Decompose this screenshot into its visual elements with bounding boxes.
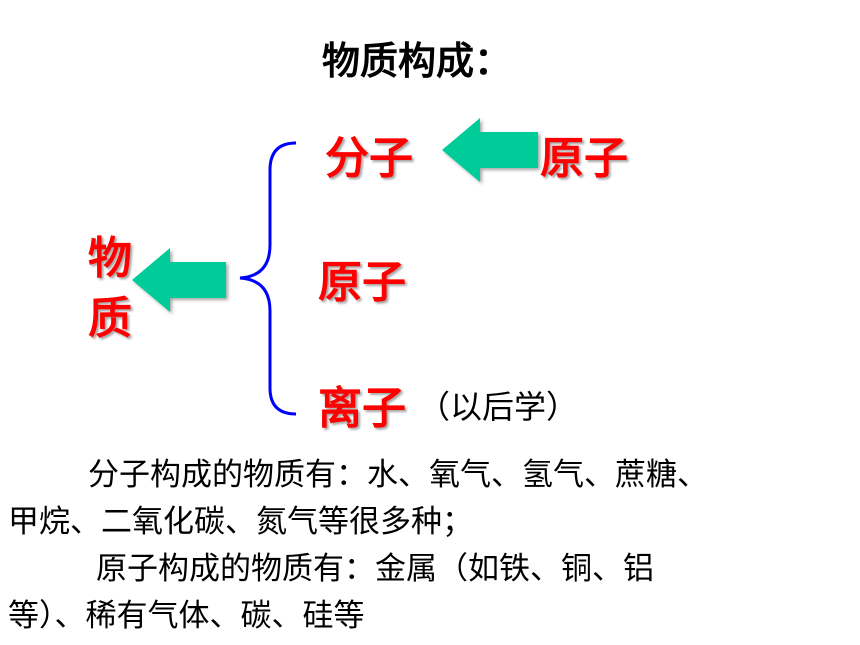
atom-paragraph: 原子构成的物质有：金属（如铁、铜、铝 等）、稀有气体、碳、硅等 (8, 546, 856, 640)
curly-brace (239, 141, 297, 416)
paragraph-line: 分子构成的物质有：水、氧气、氢气、蔗糖、 (88, 457, 708, 493)
arrow-left-icon (132, 248, 226, 312)
paragraph-line: 等）、稀有气体、碳、硅等 (8, 598, 365, 634)
atom-label: 原子 (318, 257, 406, 308)
paragraph-line: 甲烷、二氧化碳、氮气等很多种； (8, 504, 473, 540)
ion-note: （以后学） (418, 388, 579, 426)
ion-label: 离子 (318, 383, 406, 434)
matter-label-char-1: 物 (88, 233, 132, 284)
molecule-label: 分子 (325, 133, 413, 184)
page-title: 物质构成： (322, 39, 513, 83)
arrow-left-icon (442, 118, 538, 182)
matter-label-char-2: 质 (88, 293, 132, 344)
molecule-paragraph: 分子构成的物质有：水、氧气、氢气、蔗糖、 甲烷、二氧化碳、氮气等很多种； (8, 452, 856, 546)
atom-source-label: 原子 (540, 133, 628, 184)
paragraph-line: 原子构成的物质有：金属（如铁、铜、铝 (96, 551, 654, 587)
